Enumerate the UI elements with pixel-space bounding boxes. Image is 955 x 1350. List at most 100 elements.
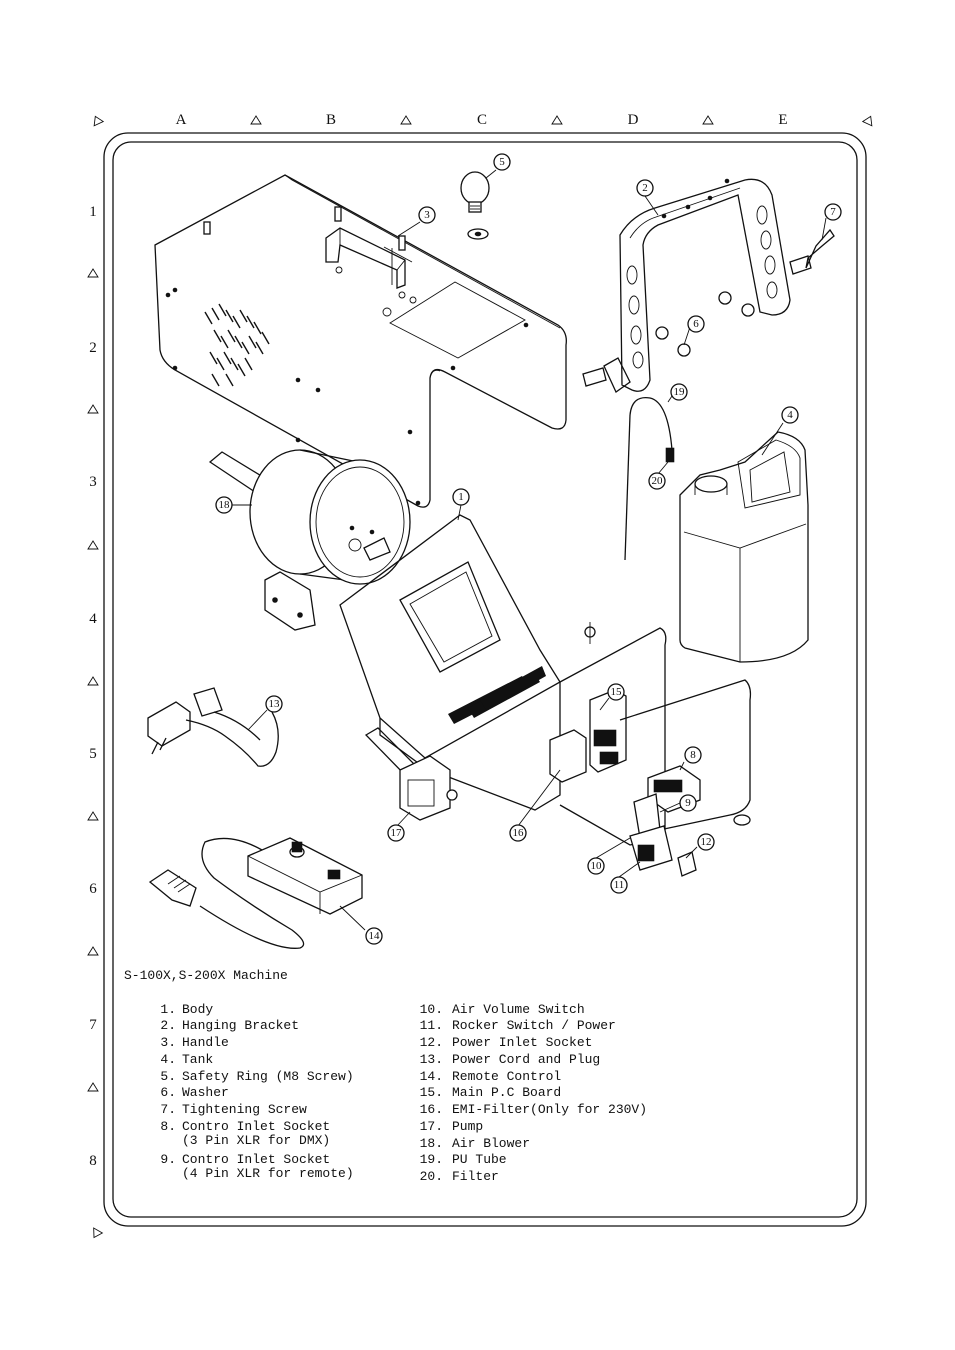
grid-col-a: A bbox=[176, 112, 187, 128]
part-number: 7. bbox=[160, 1102, 176, 1117]
callout-8: 8 bbox=[684, 746, 702, 764]
part-name: Washer bbox=[182, 1085, 229, 1100]
part-number: 2. bbox=[160, 1018, 176, 1033]
callout-9: 9 bbox=[679, 794, 697, 812]
svg-text:19: 19 bbox=[674, 386, 686, 398]
svg-text:16: 16 bbox=[513, 827, 525, 839]
safety-ring-drawing bbox=[460, 171, 490, 240]
pump-drawing bbox=[364, 727, 458, 821]
part-name: Tank bbox=[182, 1052, 213, 1067]
svg-text:9: 9 bbox=[685, 797, 691, 809]
grid-row-1: 1 bbox=[89, 204, 97, 220]
part-number: 4. bbox=[160, 1052, 176, 1067]
drawing-frame bbox=[103, 132, 867, 1227]
grid-col-c: C bbox=[477, 112, 487, 128]
callout-5: 5 bbox=[493, 153, 511, 171]
svg-text:13: 13 bbox=[269, 698, 281, 710]
tank-drawing bbox=[679, 431, 809, 663]
remote-control-drawing bbox=[148, 837, 363, 949]
callout-6: 6 bbox=[687, 315, 705, 333]
svg-text:20: 20 bbox=[652, 475, 664, 487]
tightening-screws-drawing bbox=[582, 228, 835, 393]
part-name: Power Inlet Socket bbox=[452, 1035, 592, 1050]
grid-row-4: 4 bbox=[89, 611, 97, 627]
pu-tube-drawing bbox=[624, 396, 675, 561]
part-name: Handle bbox=[182, 1035, 229, 1050]
svg-text:7: 7 bbox=[830, 206, 836, 218]
callout-3: 3 bbox=[418, 206, 436, 224]
part-number: 8. bbox=[160, 1119, 176, 1134]
part-number: 3. bbox=[160, 1035, 176, 1050]
callout-14: 14 bbox=[365, 927, 383, 945]
main-body-drawing bbox=[339, 514, 752, 877]
part-name: Hanging Bracket bbox=[182, 1018, 299, 1033]
svg-text:14: 14 bbox=[369, 930, 381, 942]
callout-bubbles: 1 2 3 4 5 6 7 8 9 10 11 12 13 14 15 16 1… bbox=[215, 153, 842, 945]
svg-text:6: 6 bbox=[693, 318, 699, 330]
part-name: Safety Ring (M8 Screw) bbox=[182, 1069, 354, 1084]
part-name: Rocker Switch / Power bbox=[452, 1018, 616, 1033]
callout-20: 20 bbox=[648, 472, 666, 490]
grid-row-8: 8 bbox=[89, 1153, 97, 1169]
callout-11: 11 bbox=[610, 876, 628, 894]
part-name: Contro Inlet Socket bbox=[182, 1119, 330, 1134]
svg-text:18: 18 bbox=[219, 499, 231, 511]
callout-16: 16 bbox=[509, 824, 527, 842]
callout-1: 1 bbox=[452, 488, 470, 506]
svg-text:17: 17 bbox=[391, 827, 403, 839]
part-number: 18. bbox=[420, 1136, 443, 1151]
grid-col-d: D bbox=[628, 112, 639, 128]
grid-row-markers: 1 2 3 4 5 6 7 8 bbox=[87, 204, 104, 1239]
svg-text:5: 5 bbox=[499, 156, 505, 168]
part-subnote: (3 Pin XLR for DMX) bbox=[182, 1133, 330, 1148]
svg-text:15: 15 bbox=[611, 686, 623, 698]
part-name: Air Volume Switch bbox=[452, 1002, 585, 1017]
power-cord-drawing bbox=[147, 687, 279, 767]
grid-row-3: 3 bbox=[89, 474, 97, 490]
part-number: 16. bbox=[420, 1102, 443, 1117]
callout-15: 15 bbox=[607, 683, 625, 701]
callout-19: 19 bbox=[670, 383, 688, 401]
part-number: 9. bbox=[160, 1152, 176, 1167]
machine-caption: S-100X,S-200X Machine bbox=[124, 968, 288, 983]
callout-13: 13 bbox=[265, 695, 283, 713]
callout-2: 2 bbox=[636, 179, 654, 197]
part-name: Tightening Screw bbox=[182, 1102, 307, 1117]
grid-row-7: 7 bbox=[89, 1017, 97, 1033]
part-number: 14. bbox=[420, 1069, 443, 1084]
top-cover-drawing bbox=[154, 174, 567, 508]
svg-text:11: 11 bbox=[614, 879, 625, 891]
part-name: Main P.C Board bbox=[452, 1085, 561, 1100]
svg-text:2: 2 bbox=[642, 182, 648, 194]
part-name: Pump bbox=[452, 1119, 483, 1134]
part-number: 11. bbox=[420, 1018, 443, 1033]
part-name: Remote Control bbox=[452, 1069, 561, 1084]
part-number: 20. bbox=[420, 1169, 443, 1184]
part-name: PU Tube bbox=[452, 1152, 507, 1167]
part-name: Body bbox=[182, 1002, 213, 1017]
parts-list-right: 10. Air Volume Switch 11. Rocker Switch … bbox=[420, 1002, 647, 1184]
parts-list-left: 1. Body 2. Hanging Bracket 3. Handle 4. … bbox=[160, 1002, 353, 1181]
part-number: 19. bbox=[420, 1152, 443, 1167]
part-name: Filter bbox=[452, 1169, 499, 1184]
callout-17: 17 bbox=[387, 824, 405, 842]
grid-row-6: 6 bbox=[89, 881, 97, 897]
svg-text:8: 8 bbox=[690, 749, 696, 761]
grid-row-5: 5 bbox=[89, 746, 97, 762]
part-number: 6. bbox=[160, 1085, 176, 1100]
part-number: 12. bbox=[420, 1035, 443, 1050]
part-number: 1. bbox=[160, 1002, 176, 1017]
part-number: 17. bbox=[420, 1119, 443, 1134]
callout-12: 12 bbox=[697, 833, 715, 851]
svg-text:4: 4 bbox=[787, 409, 793, 421]
part-number: 5. bbox=[160, 1069, 176, 1084]
part-number: 15. bbox=[420, 1085, 443, 1100]
svg-text:10: 10 bbox=[591, 860, 603, 872]
part-name: Contro Inlet Socket bbox=[182, 1152, 330, 1167]
callout-7: 7 bbox=[824, 203, 842, 221]
part-number: 10. bbox=[420, 1002, 443, 1017]
air-blower-drawing bbox=[208, 449, 411, 631]
grid-column-markers: A B C D E bbox=[93, 112, 873, 128]
svg-text:1: 1 bbox=[458, 491, 464, 503]
part-name: EMI-Filter(Only for 230V) bbox=[452, 1102, 647, 1117]
